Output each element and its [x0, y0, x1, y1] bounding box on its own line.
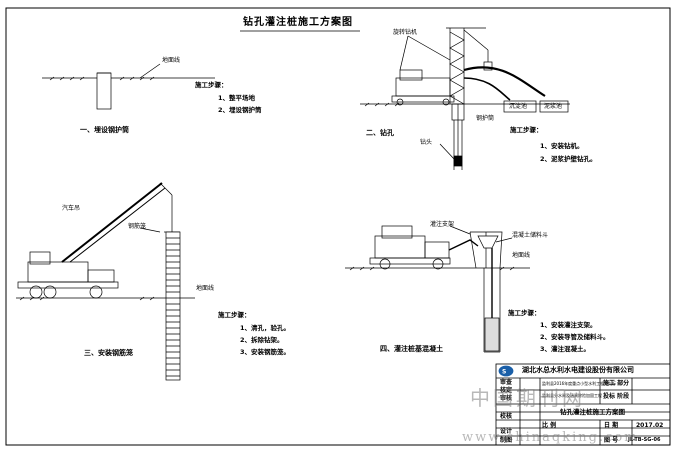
panel4-support-label: 灌注支架 — [430, 221, 455, 228]
watermark-url: www.chinaqking.com — [462, 430, 639, 445]
panel4-hopper-label: 混凝土储料斗 — [512, 232, 549, 239]
tb-company: 湖北水总水利水电建设股份有限公司 — [522, 366, 634, 374]
panel3-steps-title: 施工步骤： — [218, 311, 251, 319]
tb-project-line1: 监利县2016年度重点小型水利工程第九标 — [542, 381, 617, 386]
panel2-rig-graphic — [360, 27, 570, 170]
sheet-frame — [5, 7, 671, 446]
tb-role-1: 审查 — [500, 379, 513, 386]
tb-date-value: 2017.02 — [636, 422, 664, 429]
panel3-crane-graphic — [16, 182, 195, 381]
tb-project-line2: 监利县分水闸及涵闸除险加固工程 — [542, 393, 602, 398]
title-block-graphic: S — [495, 363, 671, 446]
tb-date-label: 日 期 — [604, 422, 619, 429]
panel4-steps-title: 施工步骤： — [508, 309, 541, 317]
tb-number-label: 图 号 — [604, 437, 619, 444]
tb-stage-value: 投标 阶段 — [603, 393, 630, 400]
panel1-steps-title: 施工步骤： — [195, 81, 228, 89]
tb-number-value: JL-TB-SG-06 — [628, 437, 661, 443]
panel2-bit-label: 钻头 — [420, 139, 433, 146]
panel3-ground-label: 地面线 — [196, 285, 215, 292]
panel4-step-2: 2、安装导管及储料斗。 — [540, 333, 610, 341]
tb-stage-label: 施工 部分 — [603, 380, 630, 387]
panel1-step-2: 2、埋设钢护筒 — [218, 106, 262, 114]
panel1-ground-label: 地面线 — [162, 57, 181, 64]
panel4-step-1: 1、安装灌注支架。 — [540, 321, 597, 329]
panel4-ground-label: 地面线 — [512, 252, 531, 259]
tb-role-3: 审核 — [500, 395, 513, 402]
tb-role-5: 设计 — [500, 428, 513, 435]
tb-drawing-name: 钻孔灌注桩施工方案图 — [560, 408, 625, 416]
panel4-caption: 四、灌注桩基混凝土 — [380, 345, 443, 353]
panel2-step-2: 2、泥浆护壁钻孔。 — [540, 155, 597, 163]
panel3-caption: 三、安装钢筋笼 — [84, 349, 133, 357]
tb-role-2: 核定 — [500, 387, 513, 394]
panel4-pour-graphic — [345, 225, 530, 353]
panel4-step-3: 3、灌注混凝土。 — [540, 345, 591, 353]
panel3-step-2: 2、拆除钻架。 — [240, 336, 284, 344]
drawing-title: 钻孔灌注桩施工方案图 — [243, 17, 353, 28]
panel2-tank1-label: 沉淀池 — [509, 103, 528, 110]
panel2-casing-label: 钢护筒 — [476, 115, 495, 122]
panel3-step-1: 1、清孔，验孔。 — [240, 324, 291, 332]
panel2-steps-title: 施工步骤： — [510, 126, 543, 134]
svg-text:S: S — [502, 369, 506, 376]
panel1-caption: 一、埋设钢护筒 — [80, 126, 129, 134]
watermark-cn: 中国期刊网 — [470, 386, 585, 410]
panel2-step-1: 1、安装钻机。 — [540, 142, 584, 150]
panel2-tank2-label: 泥浆池 — [544, 103, 563, 110]
panel1-casing-graphic — [42, 63, 215, 110]
panel3-crane-label: 汽车吊 — [62, 205, 81, 212]
tb-role-4: 校核 — [500, 413, 513, 420]
panel2-caption: 二、钻孔 — [366, 129, 394, 137]
panel1-step-1: 1、整平场地 — [218, 94, 256, 102]
panel3-step-3: 3、安装钢筋笼。 — [240, 348, 291, 356]
panel2-rig-label: 旋转钻机 — [393, 29, 418, 36]
tb-scale-label: 比 例 — [542, 422, 557, 429]
panel3-cage-label: 钢筋笼 — [128, 223, 147, 230]
tb-role-6: 制图 — [500, 437, 513, 444]
